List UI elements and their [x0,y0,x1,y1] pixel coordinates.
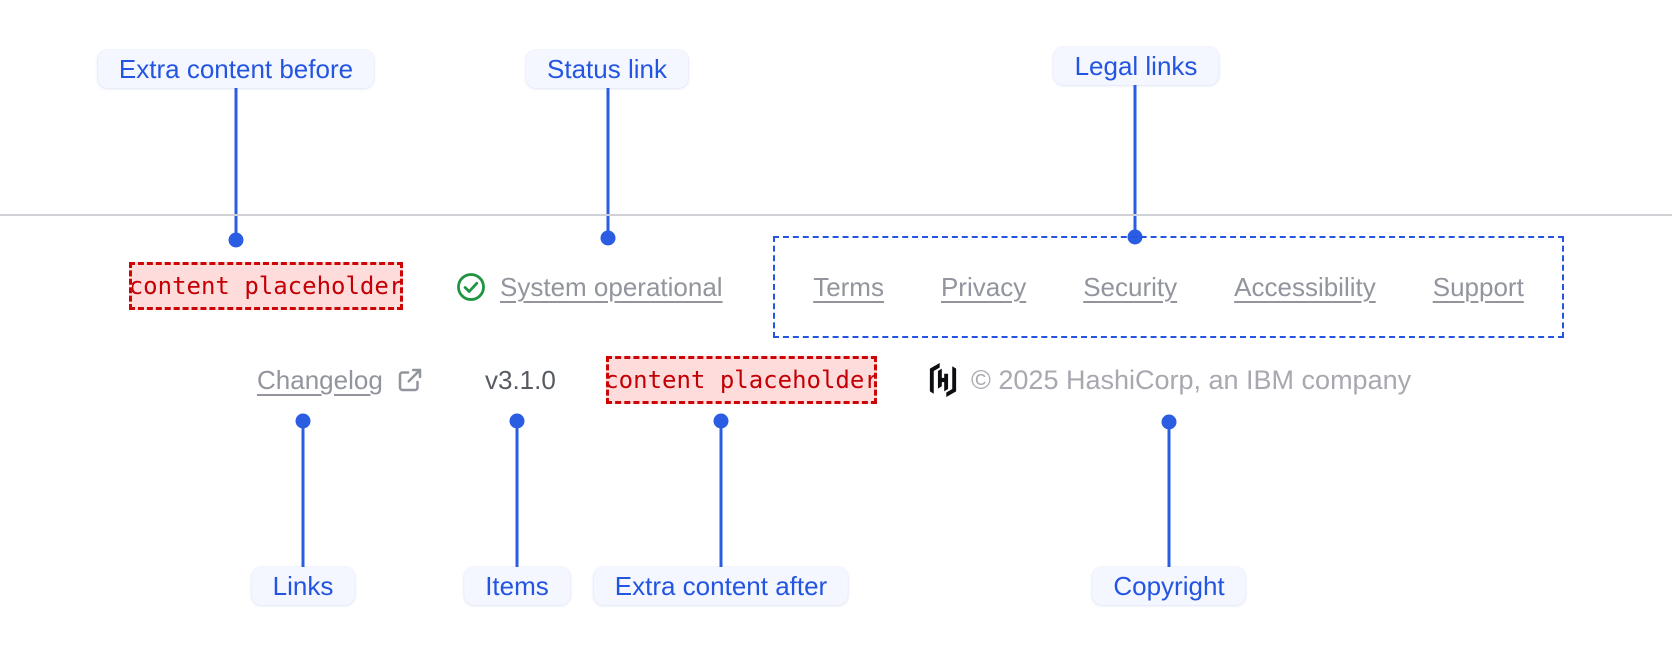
annotation-label-links: Links [251,567,355,605]
footer-top-divider [0,214,1672,216]
connector-line-legal-links [1133,85,1137,237]
connector-line-extra-content-before [234,88,238,240]
connector-dot-extra-content-before [228,232,244,248]
version-item: v3.1.0 [485,356,556,404]
connector-line-extra-content-after [719,421,723,567]
connector-line-status-link [606,88,610,238]
status-link[interactable]: System operational [455,262,723,312]
connector-line-copyright [1167,422,1171,567]
legal-link-accessibility[interactable]: Accessibility [1234,271,1376,302]
legal-link-support[interactable]: Support [1432,271,1524,302]
status-link-label[interactable]: System operational [500,271,723,302]
connector-line-links [301,421,305,567]
check-circle-icon [455,271,487,303]
annotation-label-extra-content-before: Extra content before [97,50,375,88]
annotation-label-copyright: Copyright [1092,567,1246,605]
hashicorp-logo-icon [928,363,958,397]
annotation-label-extra-content-after: Extra content after [593,567,849,605]
changelog-link-label[interactable]: Changelog [257,364,383,395]
legal-link-security[interactable]: Security [1083,271,1178,302]
copyright-section: © 2025 HashiCorp, an IBM company [928,356,1411,404]
footer-extra-content-before-placeholder: content placeholder [129,262,403,310]
legal-links-region: Terms Privacy Security Accessibility Sup… [773,236,1564,338]
connector-line-items [515,421,519,567]
external-link-icon [395,365,425,395]
annotation-label-status-link: Status link [526,50,688,88]
copyright-text: © 2025 HashiCorp, an IBM company [971,364,1412,395]
changelog-link[interactable]: Changelog [257,356,425,404]
version-text: v3.1.0 [485,364,556,395]
legal-link-terms[interactable]: Terms [813,271,884,302]
annotation-label-items: Items [464,567,570,605]
annotation-label-legal-links: Legal links [1053,47,1219,85]
legal-link-privacy[interactable]: Privacy [940,271,1027,302]
connector-dot-status-link [600,230,616,246]
footer-extra-content-after-placeholder: content placeholder [606,356,877,404]
